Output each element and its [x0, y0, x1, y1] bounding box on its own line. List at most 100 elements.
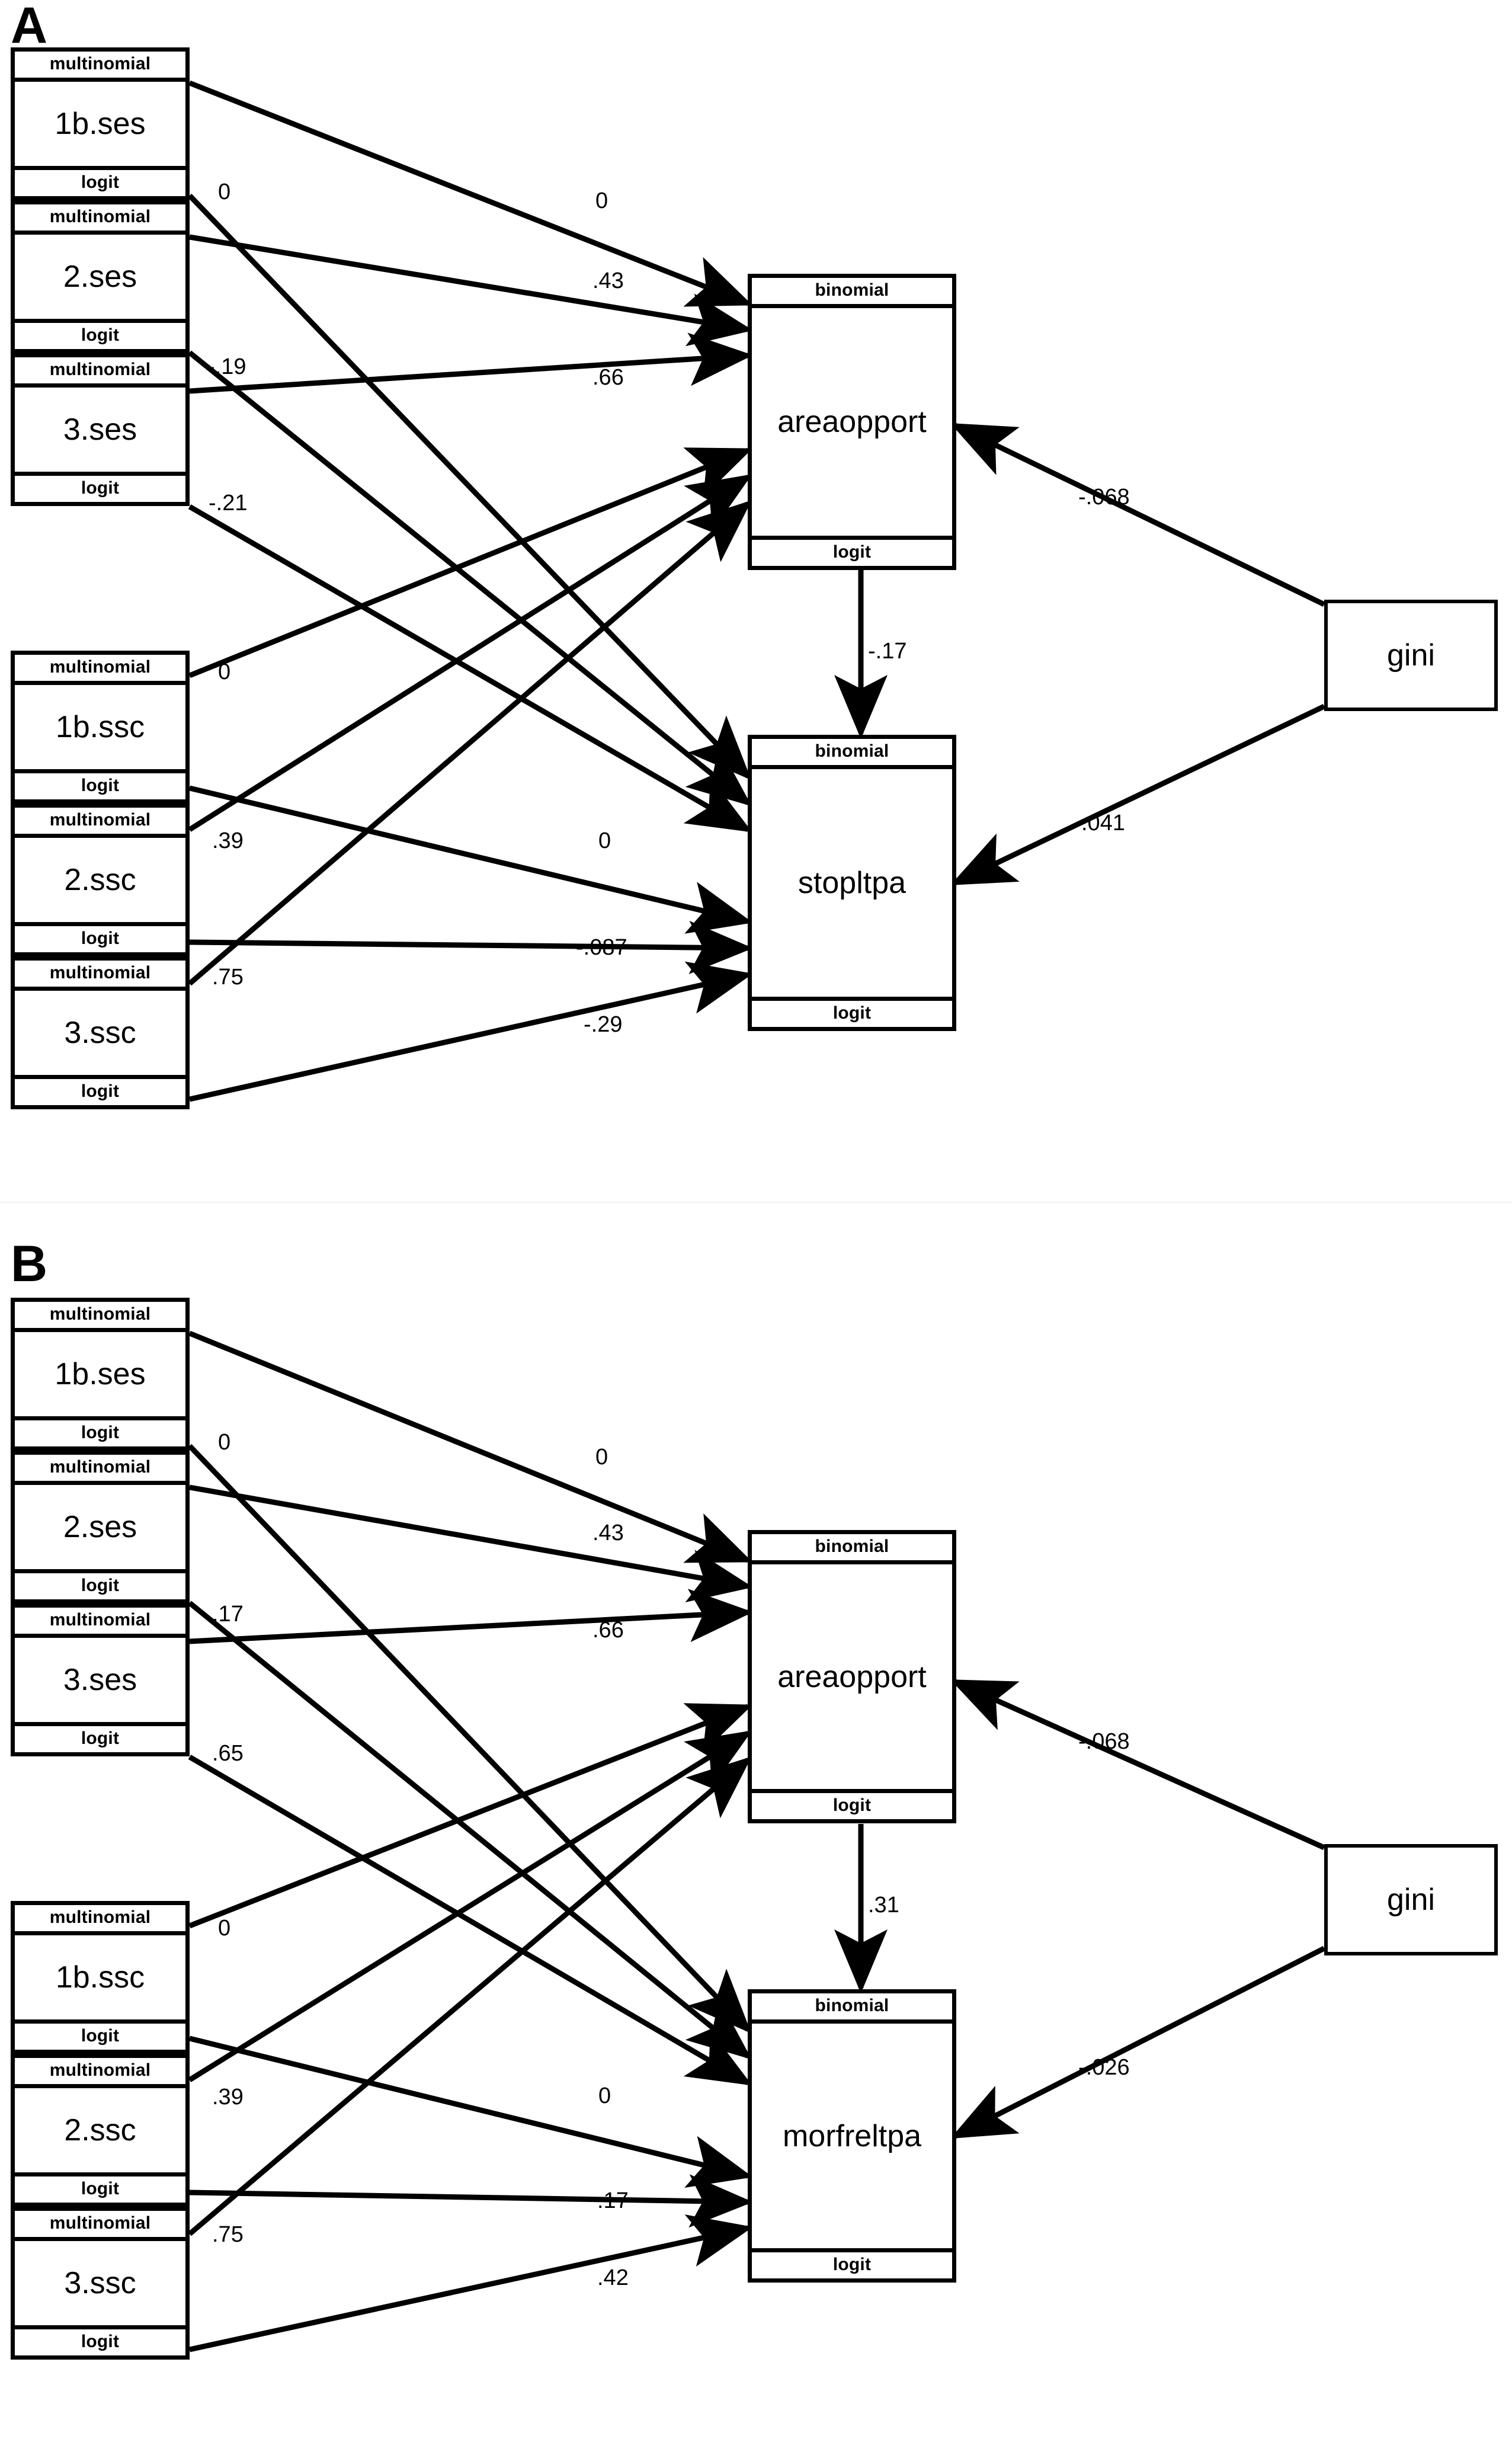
- node-3-ses-panel-a[interactable]: multinomial 3.ses logit: [11, 353, 190, 506]
- node-link-label: logit: [752, 536, 952, 566]
- node-family-label: multinomial: [15, 655, 185, 685]
- node-name-label: 1b.ses: [55, 107, 146, 141]
- edge-label-to-mediator-3: .66: [592, 1618, 624, 1643]
- node-areaopport-panel-b[interactable]: binomial areaopport logit: [748, 1530, 956, 1823]
- node-name-label: 3.ses: [63, 1663, 137, 1697]
- edge-label-gini-to-outcome-panel-a: .041: [1081, 811, 1125, 836]
- node-link-label: logit: [15, 2019, 185, 2050]
- edge-label-ssc-left-1: 0: [218, 1916, 231, 1941]
- edge-label-ses-left-1: 0: [218, 1430, 231, 1455]
- edge-label-ssc-left-3: .75: [212, 2222, 244, 2247]
- node-family-label: multinomial: [15, 961, 185, 991]
- node-2-ssc-panel-a[interactable]: multinomial 2.ssc logit: [11, 804, 190, 956]
- node-link-label: logit: [15, 2325, 185, 2355]
- edge-label-to-mediator-3: .66: [592, 365, 624, 390]
- edge-label-gini-to-outcome-panel-b: -.026: [1078, 2055, 1130, 2080]
- panel-divider: [0, 1202, 1512, 1203]
- node-family-label: binomial: [752, 1993, 952, 2024]
- node-name-label: 2.ses: [63, 1510, 137, 1544]
- node-link-label: logit: [15, 472, 185, 502]
- edge-label-ses-left-3: -.21: [209, 491, 248, 516]
- node-family-label: multinomial: [15, 204, 185, 235]
- edge-label-to-outcome-3: -.29: [584, 1012, 623, 1037]
- node-name-label: areaopport: [777, 405, 927, 439]
- node-link-label: logit: [15, 1569, 185, 1599]
- node-family-label: binomial: [752, 278, 952, 308]
- node-name-label: 1b.ssc: [55, 1960, 145, 1995]
- node-family-label: multinomial: [15, 808, 185, 838]
- edge-label-gini-to-mediator-panel-a: -.068: [1078, 485, 1130, 510]
- node-name-label: 1b.ssc: [55, 710, 145, 744]
- node-link-label: logit: [15, 2172, 185, 2203]
- edge-label-to-outcome-1: 0: [598, 828, 611, 853]
- node-link-label: logit: [752, 1789, 952, 1819]
- edge-label-mediator-to-outcome-panel-b: .31: [868, 1893, 899, 1918]
- edge-label-ses-left-1: 0: [218, 180, 231, 204]
- edge-label-to-mediator-2: .43: [592, 1521, 624, 1545]
- node-name-label: 1b.ses: [55, 1357, 146, 1391]
- node-name-label: 3.ses: [63, 412, 137, 447]
- edge-label-to-outcome-2: .17: [597, 2188, 629, 2213]
- node-link-label: logit: [752, 997, 952, 1027]
- node-family-label: multinomial: [15, 1302, 185, 1332]
- node-family-label: multinomial: [15, 2211, 185, 2241]
- node-1b-ses-panel-a[interactable]: multinomial 1b.ses logit: [11, 47, 190, 200]
- edge-label-mediator-to-outcome-panel-a: -.17: [868, 639, 907, 664]
- node-link-label: logit: [15, 1722, 185, 1752]
- node-2-ses-panel-a[interactable]: multinomial 2.ses logit: [11, 200, 190, 353]
- node-name-label: gini: [1387, 638, 1435, 673]
- edge-label-to-mediator-2: .43: [592, 268, 624, 293]
- edge-label-ses-left-2: -.19: [207, 354, 246, 379]
- node-stopltpa-panel-a[interactable]: binomial stopltpa logit: [748, 735, 956, 1031]
- node-3-ses-panel-b[interactable]: multinomial 3.ses logit: [11, 1603, 190, 1756]
- edge-label-ssc-left-2: .39: [212, 828, 244, 853]
- node-family-label: binomial: [752, 739, 952, 769]
- node-3-ssc-panel-a[interactable]: multinomial 3.ssc logit: [11, 956, 190, 1109]
- node-family-label: multinomial: [15, 1608, 185, 1638]
- node-name-label: 2.ssc: [64, 2113, 136, 2147]
- node-gini-panel-b[interactable]: gini: [1324, 1844, 1498, 1955]
- node-name-label: 3.ssc: [64, 2266, 136, 2300]
- node-name-label: 2.ssc: [64, 863, 136, 897]
- node-family-label: multinomial: [15, 2058, 185, 2088]
- node-family-label: multinomial: [15, 357, 185, 388]
- edge-label-to-mediator-1: 0: [595, 188, 608, 213]
- edge-label-to-outcome-3: .42: [597, 2265, 629, 2290]
- node-name-label: 2.ses: [63, 260, 137, 294]
- node-link-label: logit: [15, 769, 185, 799]
- node-name-label: morfreltpa: [782, 2118, 922, 2153]
- node-name-label: 3.ssc: [64, 1016, 136, 1050]
- node-link-label: logit: [15, 1075, 185, 1105]
- panel-a-letter: A: [11, 0, 48, 54]
- node-name-label: areaopport: [777, 1659, 927, 1694]
- node-name-label: stopltpa: [797, 866, 906, 900]
- node-1b-ssc-panel-a[interactable]: multinomial 1b.ssc logit: [11, 651, 190, 804]
- edge-label-ses-left-3: .65: [212, 1741, 244, 1766]
- edge-label-to-outcome-2: -.087: [576, 935, 627, 960]
- node-1b-ses-panel-b[interactable]: multinomial 1b.ses logit: [11, 1298, 190, 1451]
- node-2-ssc-panel-b[interactable]: multinomial 2.ssc logit: [11, 2054, 190, 2207]
- node-link-label: logit: [15, 166, 185, 196]
- edge-label-to-mediator-1: 0: [595, 1445, 608, 1470]
- node-link-label: logit: [15, 922, 185, 952]
- node-family-label: multinomial: [15, 1905, 185, 1935]
- edge-label-ssc-left-1: 0: [218, 660, 231, 684]
- node-areaopport-panel-a[interactable]: binomial areaopport logit: [748, 274, 956, 570]
- node-name-label: gini: [1387, 1883, 1435, 1917]
- node-family-label: multinomial: [15, 1455, 185, 1485]
- node-link-label: logit: [752, 2248, 952, 2278]
- node-3-ssc-panel-b[interactable]: multinomial 3.ssc logit: [11, 2207, 190, 2360]
- node-1b-ssc-panel-b[interactable]: multinomial 1b.ssc logit: [11, 1901, 190, 2054]
- edge-label-ses-left-2: .17: [212, 1602, 244, 1627]
- node-link-label: logit: [15, 319, 185, 349]
- edge-label-to-outcome-1: 0: [598, 2083, 611, 2108]
- node-2-ses-panel-b[interactable]: multinomial 2.ses logit: [11, 1451, 190, 1603]
- node-morfreltpa-panel-b[interactable]: binomial morfreltpa logit: [748, 1989, 956, 2283]
- edge-label-ssc-left-2: .39: [212, 2085, 244, 2110]
- edge-label-ssc-left-3: .75: [212, 965, 244, 990]
- panel-b-letter: B: [11, 1235, 48, 1292]
- edge-label-gini-to-mediator-panel-b: -.068: [1078, 1729, 1130, 1754]
- node-gini-panel-a[interactable]: gini: [1324, 600, 1498, 711]
